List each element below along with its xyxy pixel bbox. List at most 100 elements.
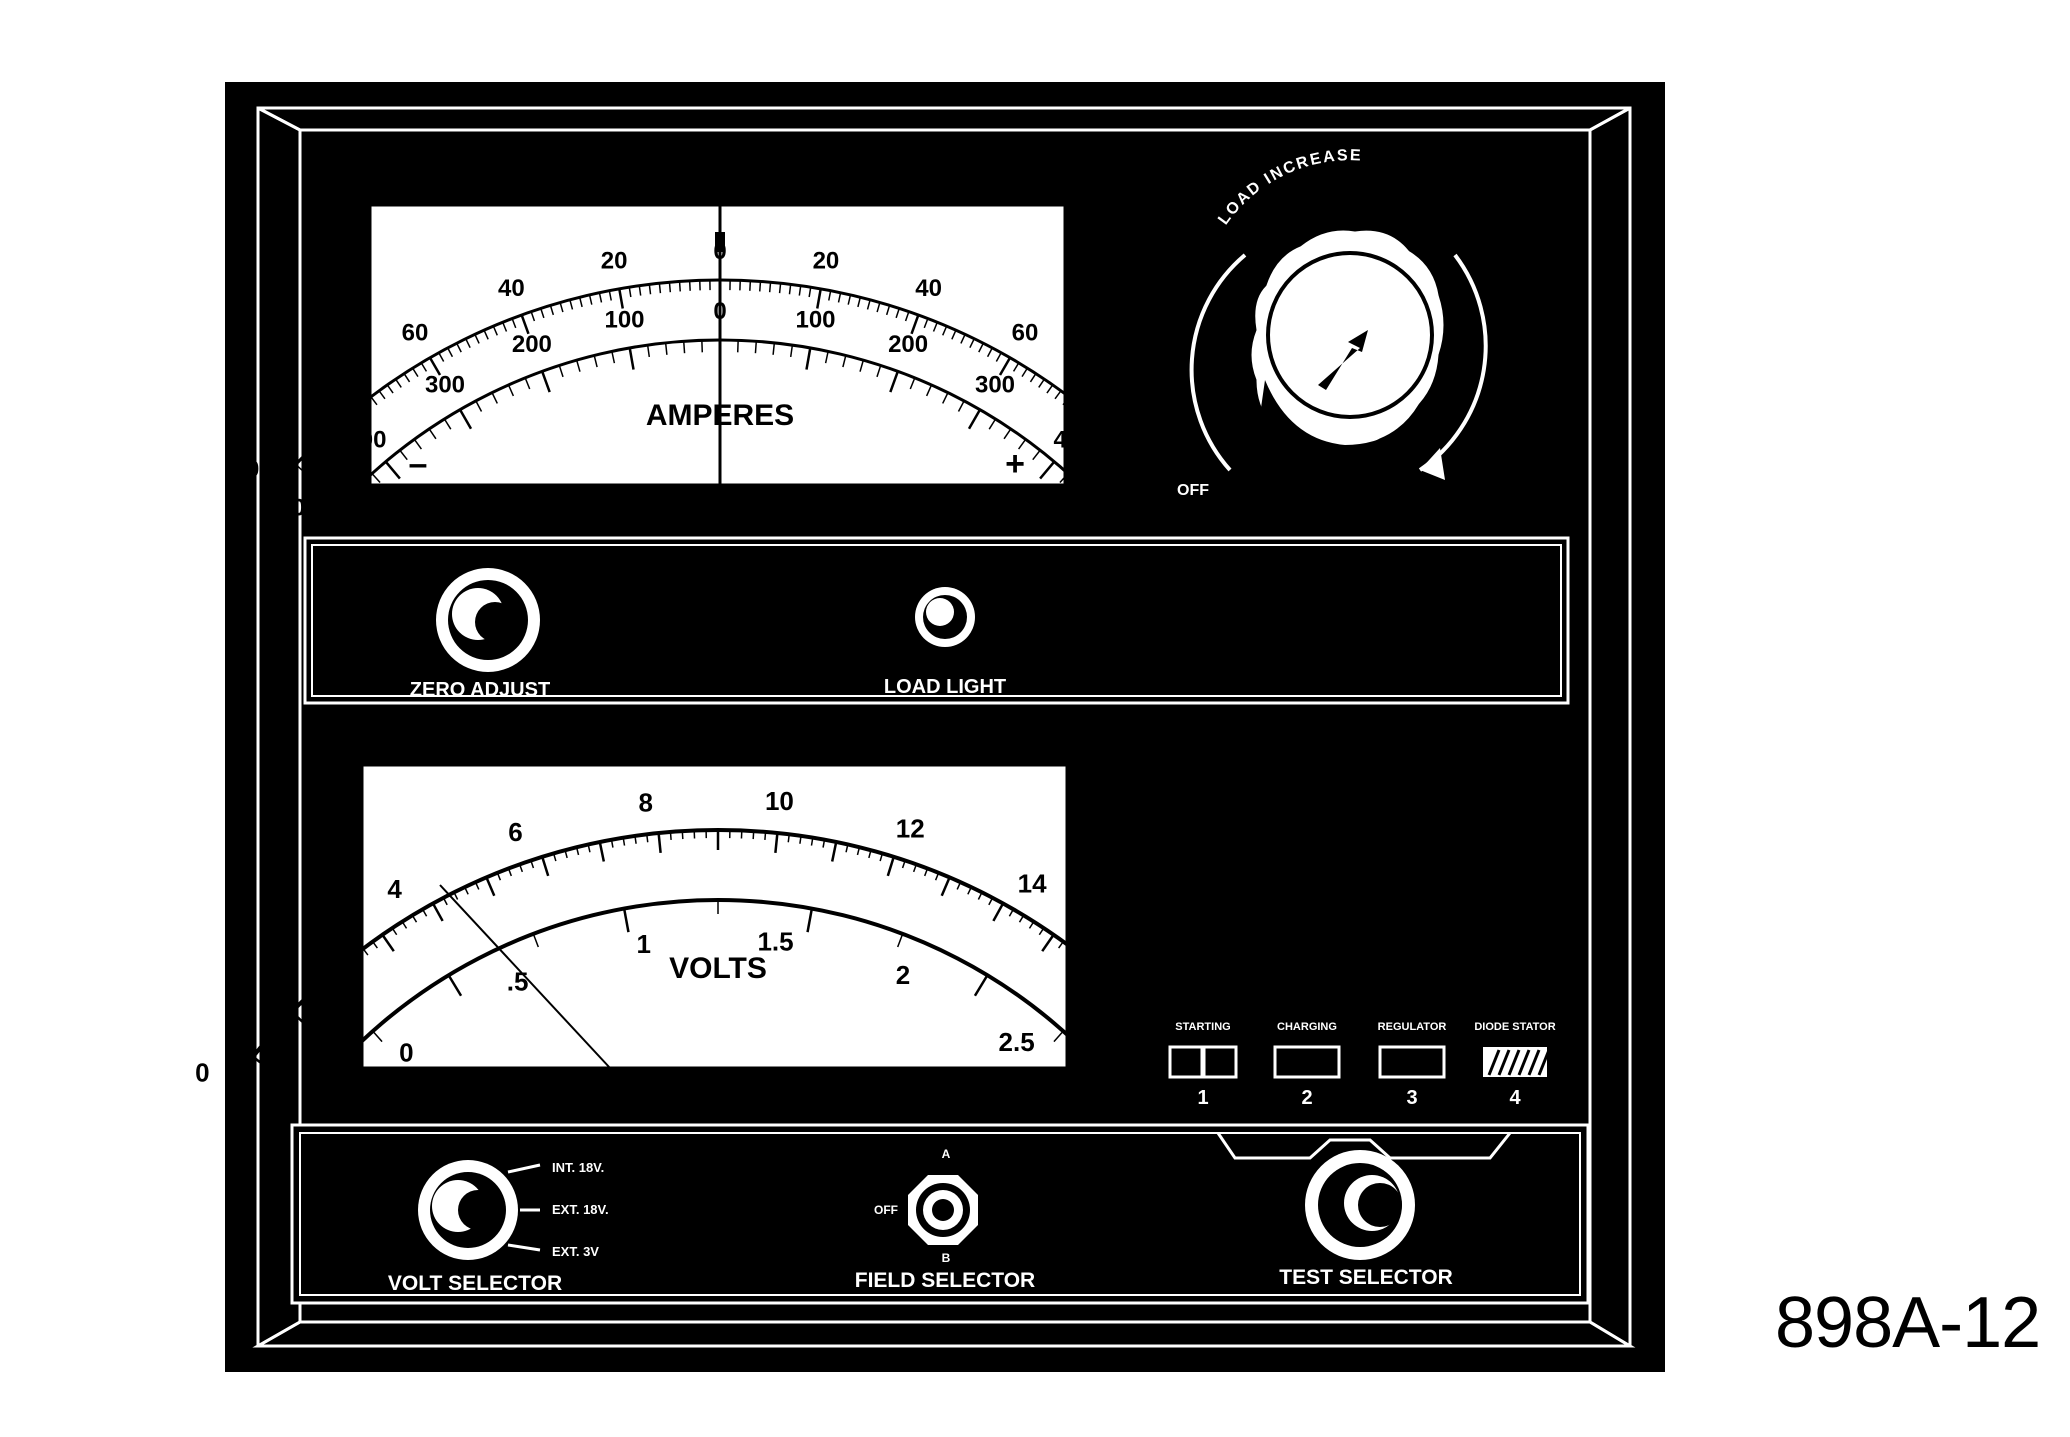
voltmeter-outer-tick xyxy=(669,831,672,840)
voltmeter-outer-tick xyxy=(362,948,369,956)
voltmeter-outer-tick xyxy=(646,834,649,843)
ammeter-outer-tick xyxy=(1149,478,1159,487)
ammeter-inner-tick xyxy=(646,344,651,358)
ammeter-outer-tick xyxy=(1122,449,1131,458)
ammeter-inner-tick xyxy=(664,342,668,355)
ammeter-outer-tick xyxy=(346,414,361,432)
ammeter-outer-tick xyxy=(588,294,593,305)
ammeter-outer-tick xyxy=(678,281,681,292)
load-increase-arc xyxy=(1418,253,1488,472)
voltmeter-outer-tick xyxy=(923,868,929,877)
ammeter-inner-tick xyxy=(824,351,829,364)
ammeter-outer-tick xyxy=(302,456,311,465)
voltmeter-outer-tick xyxy=(1038,927,1045,936)
ammeter-outer-tick xyxy=(749,280,752,291)
voltmeter-outer-tick xyxy=(1121,994,1128,1002)
voltmeter-outer-tick xyxy=(530,860,535,869)
voltmeter-outer-tick xyxy=(830,841,838,862)
field-selector-switch[interactable] xyxy=(908,1175,978,1245)
ammeter-inner-tick xyxy=(942,392,949,404)
ammeter-outer-tick xyxy=(386,384,394,394)
ammeter-outer-label: 60 xyxy=(1012,320,1039,347)
voltmeter-outer-tick xyxy=(1058,941,1064,949)
voltmeter-outer-label: 2 xyxy=(281,955,295,985)
voltmeter-outer-tick xyxy=(934,872,940,881)
voltmeter-outer-tick xyxy=(308,994,315,1002)
voltmeter-inner-tick xyxy=(1053,1030,1064,1043)
ammeter-outer-tick xyxy=(910,314,920,335)
ammeter-outer-tick xyxy=(428,357,442,376)
ammeter-inner-tick xyxy=(859,359,865,372)
zero-adjust-label: ZERO ADJUST xyxy=(410,679,550,701)
ammeter-outer-tick xyxy=(658,283,662,294)
ammeter-outer-tick xyxy=(354,408,362,418)
voltmeter-outer-tick xyxy=(507,868,513,877)
voltmeter-outer-tick xyxy=(610,839,614,848)
ammeter-outer-label: 40 xyxy=(498,275,525,302)
ammeter-outer-tick xyxy=(323,435,332,444)
ammeter-inner-tick xyxy=(842,355,847,368)
ammeter-outer-tick xyxy=(511,318,517,329)
ammeter-inner-label: 200 xyxy=(888,331,928,358)
voltmeter-outer-tick xyxy=(431,902,444,922)
test-indicator-title: DIODE STATOR xyxy=(1474,1021,1555,1033)
ammeter-label: AMPERES xyxy=(646,399,794,432)
ammeter-inner-tick xyxy=(1097,511,1107,521)
ammeter-outer-tick xyxy=(1093,421,1102,431)
voltmeter-inner-tick xyxy=(806,908,814,933)
ammeter-inner-tick xyxy=(789,344,794,358)
volt-option-ext-3v[interactable]: EXT. 3V xyxy=(552,1244,599,1259)
voltmeter-outer-tick xyxy=(1028,921,1035,929)
ammeter-inner-label: 200 xyxy=(512,331,552,358)
voltmeter-outer-tick xyxy=(1041,934,1055,952)
ammeter-inner-tick xyxy=(507,384,515,397)
ammeter-outer-tick xyxy=(281,478,291,487)
voltmeter-inner-tick xyxy=(973,974,989,997)
ammeter-outer-tick xyxy=(1021,367,1028,378)
voltmeter-needle xyxy=(439,884,611,1069)
test-lamp-hatch xyxy=(1527,1049,1541,1076)
voltmeter-outer-tick xyxy=(1103,978,1111,986)
field-option-b[interactable]: B xyxy=(942,1251,951,1265)
test-lamp-hatch xyxy=(1507,1049,1521,1076)
voltmeter-outer-tick xyxy=(353,955,360,963)
voltmeter-outer-tick xyxy=(967,886,972,895)
volt-option-int-18v[interactable]: INT. 18V. xyxy=(552,1160,604,1175)
ammeter-outer-tick xyxy=(828,290,832,301)
test-indicator-number: 3 xyxy=(1406,1087,1417,1109)
ammeter-outer-tick xyxy=(638,285,642,296)
ammeter-outer-tick xyxy=(885,305,891,316)
ammeter-outer-tick xyxy=(628,287,632,298)
ammeter-outer-tick xyxy=(978,342,984,353)
voltmeter-outer-tick xyxy=(988,897,994,906)
test-lamp xyxy=(1168,1045,1204,1079)
ammeter-outer-tick xyxy=(1046,384,1054,394)
ammeter-inner-tick xyxy=(443,418,452,430)
field-option-a[interactable]: A xyxy=(942,1147,951,1161)
test-selector-knob[interactable] xyxy=(1305,1150,1415,1260)
ammeter-outer-tick xyxy=(837,292,842,303)
voltmeter-outer-tick xyxy=(587,844,591,853)
field-option-off[interactable]: OFF xyxy=(874,1203,898,1217)
voltmeter-outer-tick xyxy=(1008,908,1015,917)
test-selector-label: TEST SELECTOR xyxy=(1279,1266,1452,1289)
ammeter-inner-tick xyxy=(772,342,776,355)
ammeter-inner-tick xyxy=(413,438,423,450)
voltmeter-outer-tick xyxy=(401,921,408,929)
volt-option-ext-18v[interactable]: EXT. 18V. xyxy=(552,1202,609,1217)
voltmeter-outer-label: 12 xyxy=(896,814,925,844)
ammeter-outer-tick xyxy=(403,373,411,383)
ammeter-outer-label: 100 xyxy=(1167,456,1207,483)
zero-adjust-knob[interactable] xyxy=(436,568,540,672)
volt-selector-knob[interactable] xyxy=(418,1160,541,1260)
voltmeter-outer-tick xyxy=(845,844,849,853)
test-lamp-hatch xyxy=(1487,1049,1501,1076)
ammeter-inner-tick xyxy=(1084,498,1095,508)
ammeter-outer-tick xyxy=(1054,390,1062,400)
voltmeter-outer-tick xyxy=(822,839,826,848)
ammeter-inner-tick xyxy=(358,485,368,496)
ammeter-outer-tick xyxy=(847,294,852,305)
ammeter-inner-tick xyxy=(524,377,531,390)
ammeter-inner-tick xyxy=(399,449,408,461)
